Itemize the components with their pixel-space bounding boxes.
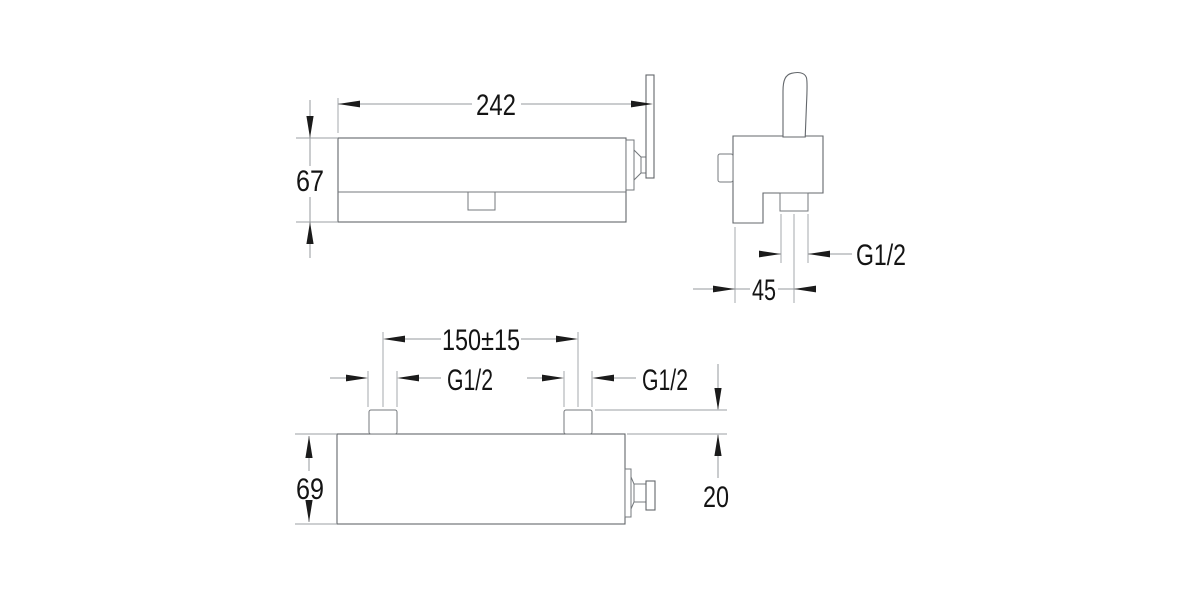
arrowhead-left xyxy=(338,100,360,108)
arrowhead-up xyxy=(714,434,722,456)
arrowhead-down xyxy=(714,388,722,410)
lever-blade-end xyxy=(645,480,656,511)
dim-label-protrusion: 20 xyxy=(703,481,729,514)
arrowhead-left xyxy=(808,250,830,258)
diverter-knob xyxy=(467,191,496,211)
dim-offset-45: 45 xyxy=(693,214,816,307)
handle-cone-front xyxy=(633,148,642,182)
arrowhead-right xyxy=(631,100,653,108)
mixer-body-bottom xyxy=(336,433,626,525)
front-view: 242 67 xyxy=(296,74,655,258)
dim-spacing-150: 150±15 xyxy=(382,324,579,407)
dim-height-69: 69 xyxy=(295,433,337,525)
bottom-view: 150±15 G1/2 G1/2 xyxy=(295,324,729,525)
side-view: G1/2 45 xyxy=(693,72,906,307)
arrowhead-left xyxy=(794,285,816,293)
inlet-nipple-right xyxy=(563,409,593,435)
lever-blade-edge xyxy=(645,74,655,179)
arrowhead-up xyxy=(305,436,313,458)
handle-stem-front xyxy=(640,156,647,174)
arrowhead-right xyxy=(713,285,735,293)
dim-label-length: 242 xyxy=(476,89,516,122)
lever-handle xyxy=(782,72,808,138)
spout-assembly-bottom xyxy=(624,468,656,518)
dim-thread-g12-right: G1/2 xyxy=(527,364,688,407)
dim-thread-g12-left: G1/2 xyxy=(330,364,493,407)
outlet-nipple xyxy=(779,192,809,212)
dim-label-offset: 45 xyxy=(752,274,776,307)
dim-label-right-thread: G1/2 xyxy=(642,364,688,397)
handle-escutcheon-front xyxy=(625,139,635,191)
arrowhead-left xyxy=(397,374,419,382)
handle-stem-bottom xyxy=(633,483,647,503)
dim-label-height: 67 xyxy=(296,165,324,198)
mixer-body-side xyxy=(732,135,824,224)
arrowhead-right xyxy=(346,374,368,382)
inlet-nipple-left xyxy=(368,409,398,435)
arrowhead-down xyxy=(306,116,314,138)
dim-label-outlet-thread: G1/2 xyxy=(856,239,906,272)
arrowhead-down xyxy=(305,500,313,522)
arrowhead-left xyxy=(592,374,614,382)
handle-assembly-front xyxy=(625,74,655,191)
wall-inlet xyxy=(717,153,734,183)
arrowhead-right xyxy=(542,374,564,382)
dim-label-body-height: 69 xyxy=(296,473,324,506)
arrowhead-right xyxy=(759,250,781,258)
dim-label-left-thread: G1/2 xyxy=(447,364,493,397)
dim-label-spacing: 150±15 xyxy=(442,324,520,357)
front-view-body xyxy=(337,137,627,223)
dim-protrusion-20: 20 xyxy=(595,364,729,514)
arrowhead-left xyxy=(383,335,405,343)
dim-length-242: 242 xyxy=(337,89,653,133)
dim-thread-g12-side: G1/2 xyxy=(759,214,906,272)
dim-height-67: 67 xyxy=(296,100,338,258)
handle-escutcheon-bottom xyxy=(624,468,632,518)
arrowhead-up xyxy=(306,222,314,244)
arrowhead-right xyxy=(556,335,578,343)
